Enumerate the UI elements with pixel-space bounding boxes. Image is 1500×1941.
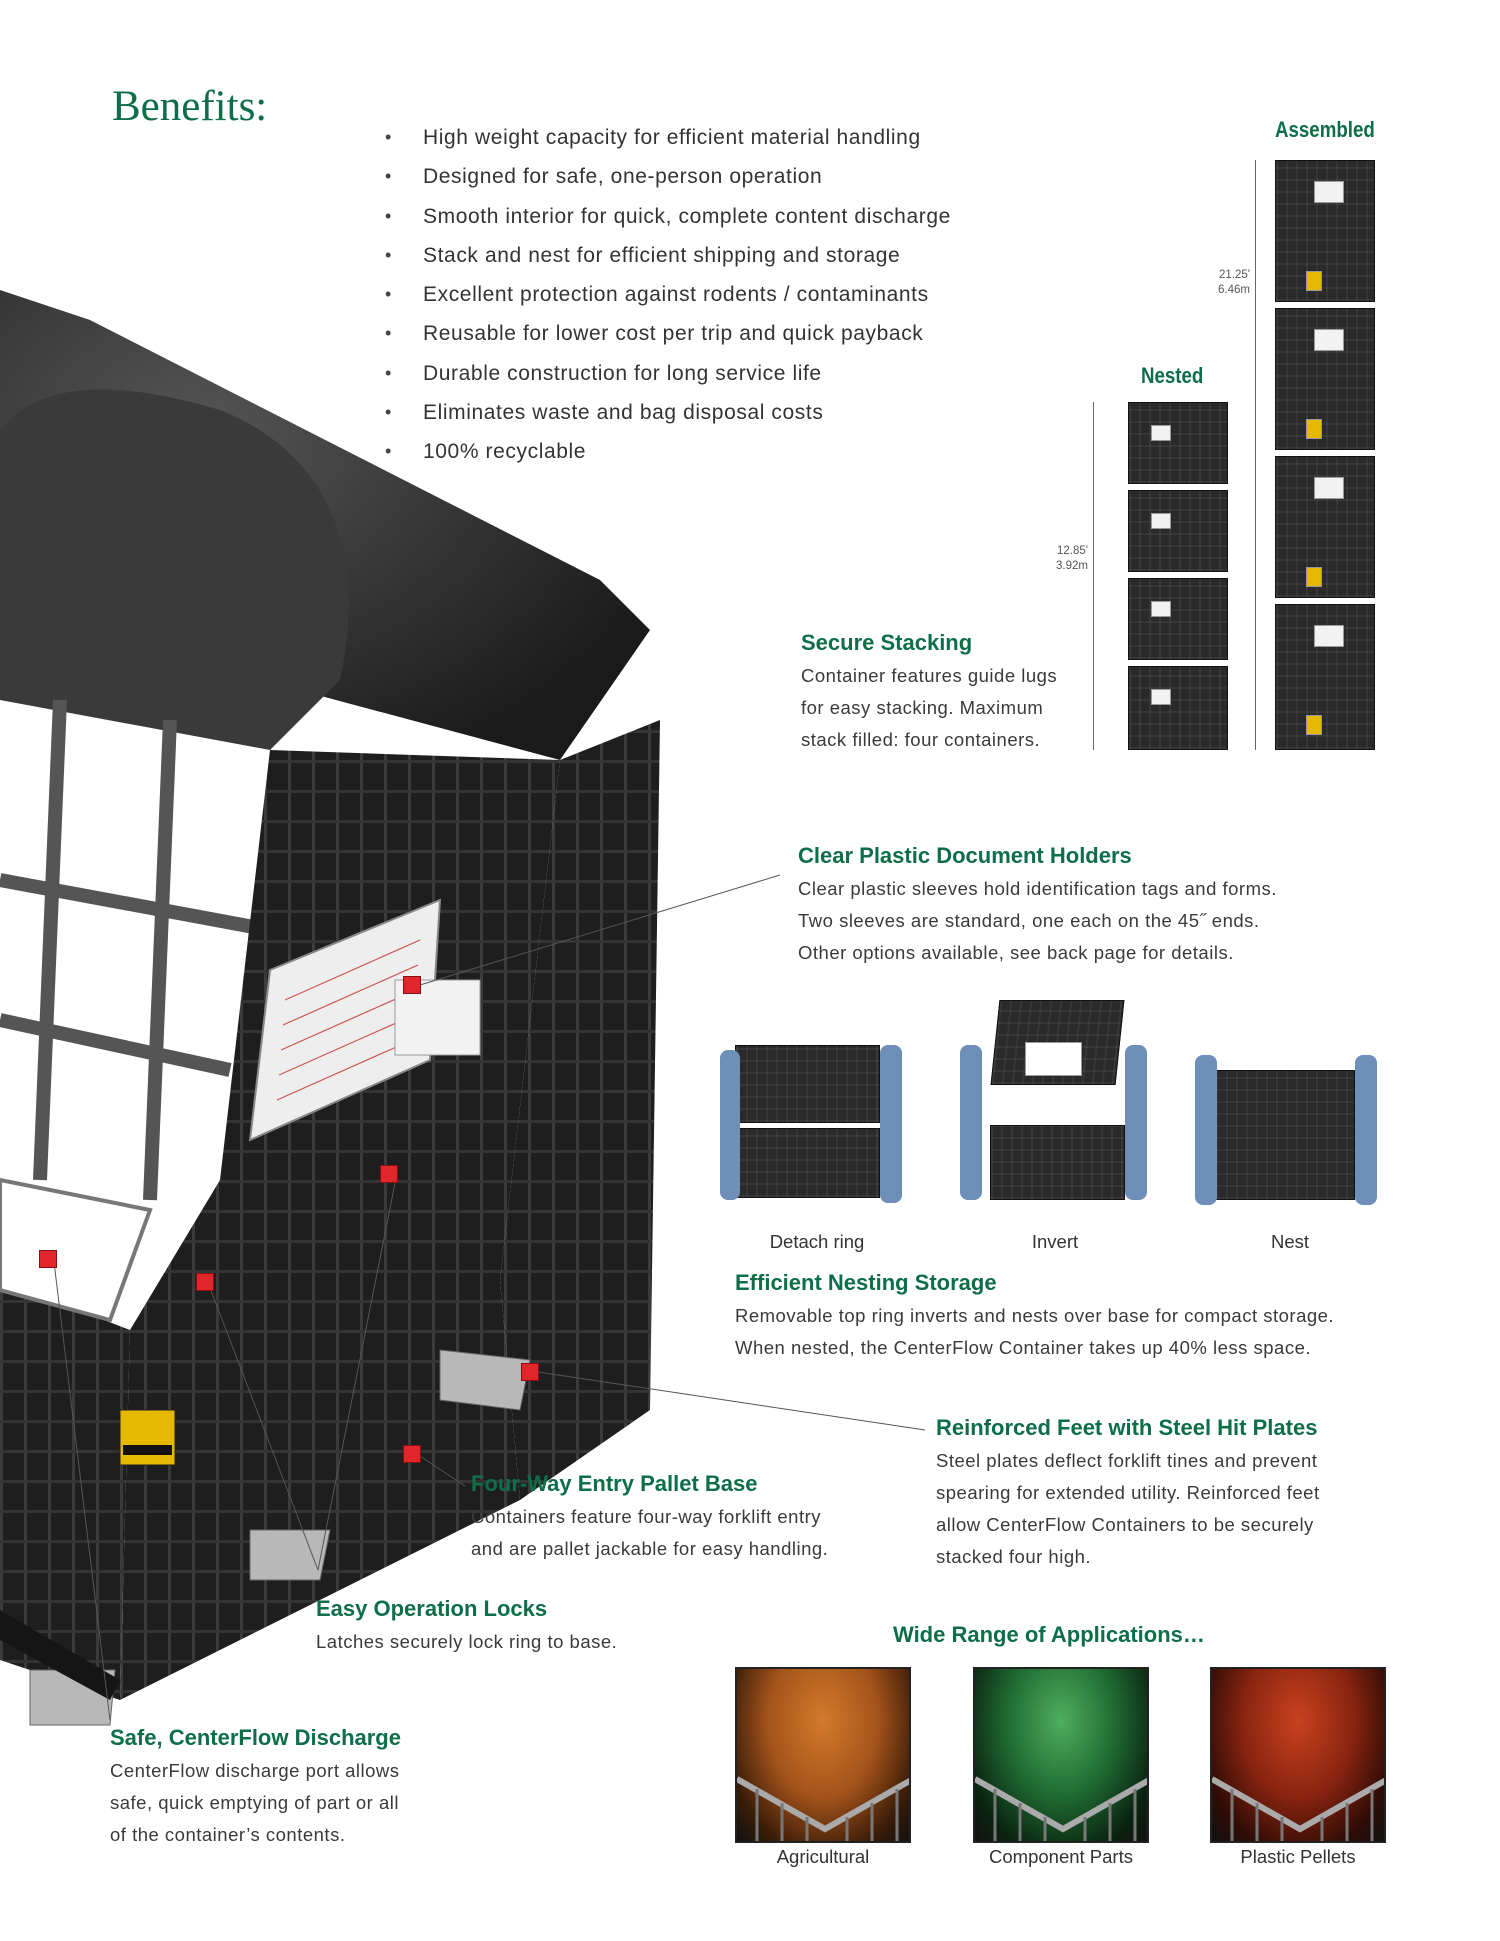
application-image-agricultural [735,1667,911,1843]
feature-feet: Reinforced Feet with Steel Hit Plates St… [936,1415,1320,1573]
list-item: 100% recyclable [385,432,951,472]
step-photo-detach [720,1040,915,1205]
nested-label: Nested [1141,363,1204,388]
benefits-title: Benefits: [112,83,268,130]
list-item: Designed for safe, one-person operation [385,157,951,197]
application-image-plastic-pellets [1210,1667,1386,1843]
step-caption: Nest [1270,1231,1310,1252]
list-item: High weight capacity for efficient mater… [385,118,951,158]
feature-title: Safe, CenterFlow Discharge [110,1725,401,1750]
nested-dimension-line [1093,402,1094,750]
marker-feet [521,1363,539,1381]
feature-discharge: Safe, CenterFlow Discharge CenterFlow di… [110,1725,401,1851]
list-item: Durable construction for long service li… [385,354,951,394]
feature-title: Secure Stacking [801,630,973,655]
feature-nesting: Efficient Nesting Storage Removable top … [735,1270,1334,1364]
list-item: Excellent protection against rodents / c… [385,275,951,315]
feature-body: Clear plastic sleeves hold identificatio… [798,878,1277,963]
nested-stack-image [1128,402,1228,750]
step-photo-invert [960,1000,1150,1205]
step-caption: Detach ring [769,1231,865,1252]
feature-title: Four-Way Entry Pallet Base [471,1471,758,1496]
feature-body: Latches securely lock ring to base. [316,1631,618,1652]
marker-lock-right [380,1165,398,1183]
step-caption: Invert [1031,1231,1079,1252]
feature-body: Removable top ring inverts and nests ove… [735,1305,1335,1358]
marker-discharge [39,1250,57,1268]
applications-title: Wide Range of Applications… [893,1622,1205,1647]
marker-pallet [403,1445,421,1463]
assembled-dimension: 21.25' 6.46m [1218,269,1250,296]
feature-body: Container features guide lugs for easy s… [801,665,1058,750]
benefits-list: High weight capacity for efficient mater… [385,118,951,472]
assembled-label: Assembled [1275,117,1375,142]
list-item: Smooth interior for quick, complete cont… [385,197,951,237]
feature-title: Efficient Nesting Storage [735,1270,997,1295]
marker-lock-left [196,1273,214,1291]
step-photo-nest [1195,1050,1380,1210]
feature-pallet: Four-Way Entry Pallet Base Containers fe… [471,1471,828,1565]
feature-body: CenterFlow discharge port allows safe, q… [110,1760,400,1845]
application-caption: Component Parts [989,1846,1133,1867]
list-item: Reusable for lower cost per trip and qui… [385,314,951,354]
feature-body: Containers feature four-way forklift ent… [471,1506,829,1559]
feature-document-holders: Clear Plastic Document Holders Clear pla… [798,843,1277,969]
feature-secure-stacking: Secure Stacking Container features guide… [801,630,1057,756]
assembled-stack-image [1275,160,1375,750]
container-cutaway-illustration [0,290,660,1726]
application-caption: Agricultural [776,1846,870,1867]
list-item: Eliminates waste and bag disposal costs [385,393,951,433]
feature-title: Clear Plastic Document Holders [798,843,1132,868]
feature-locks: Easy Operation Locks Latches securely lo… [316,1596,617,1658]
feature-title: Easy Operation Locks [316,1596,548,1621]
feature-title: Reinforced Feet with Steel Hit Plates [936,1415,1318,1440]
marker-document-holder [403,976,421,994]
nested-dimension: 12.85' 3.92m [1056,545,1088,572]
list-item: Stack and nest for efficient shipping an… [385,236,951,276]
feature-body: Steel plates deflect forklift tines and … [936,1450,1320,1567]
application-image-component-parts [973,1667,1149,1843]
assembled-dimension-line [1255,160,1256,750]
application-caption: Plastic Pellets [1240,1846,1356,1867]
